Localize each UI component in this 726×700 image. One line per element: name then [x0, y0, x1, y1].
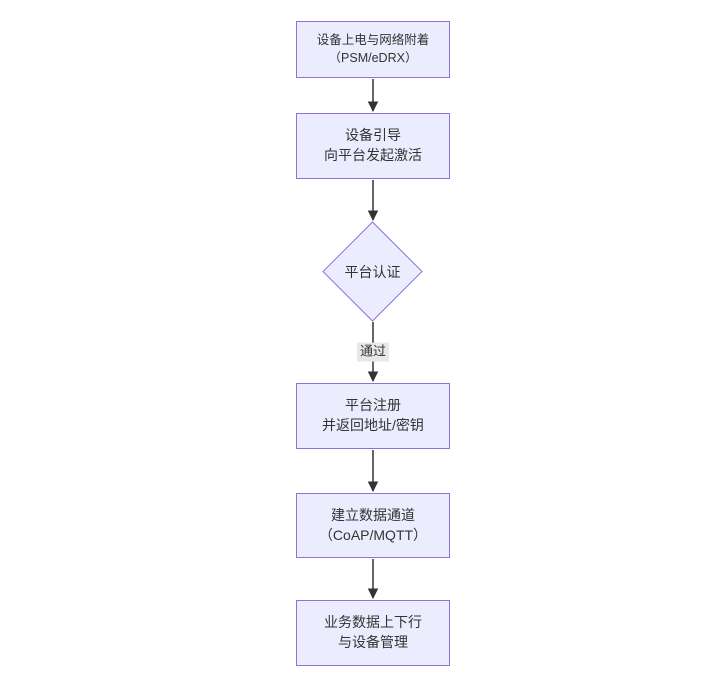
node-text: 向平台发起激活 [324, 147, 422, 163]
node-device-power-attach: 设备上电与网络附着 （PSM/eDRX） [296, 21, 450, 78]
node-text: 业务数据上下行 [324, 614, 422, 631]
node-device-bootstrap: 设备引导 向平台发起激活 [296, 113, 450, 179]
node-text: 平台注册 [345, 397, 401, 414]
node-text: 并返回地址/密钥 [322, 417, 424, 433]
edge-label-pass: 通过 [356, 342, 390, 362]
node-text: 与设备管理 [338, 634, 408, 650]
node-text: （CoAP/MQTT） [318, 526, 428, 543]
node-platform-register: 平台注册 并返回地址/密钥 [296, 383, 450, 449]
node-text: 建立数据通道 [331, 506, 415, 523]
node-text: （PSM/eDRX） [328, 50, 418, 65]
node-platform-auth-label: 平台认证 [344, 263, 401, 280]
node-text: 设备上电与网络附着 [316, 33, 430, 47]
node-text: 设备引导 [345, 127, 401, 144]
node-business-data: 业务数据上下行 与设备管理 [296, 600, 450, 666]
node-data-channel: 建立数据通道 （CoAP/MQTT） [296, 493, 450, 558]
